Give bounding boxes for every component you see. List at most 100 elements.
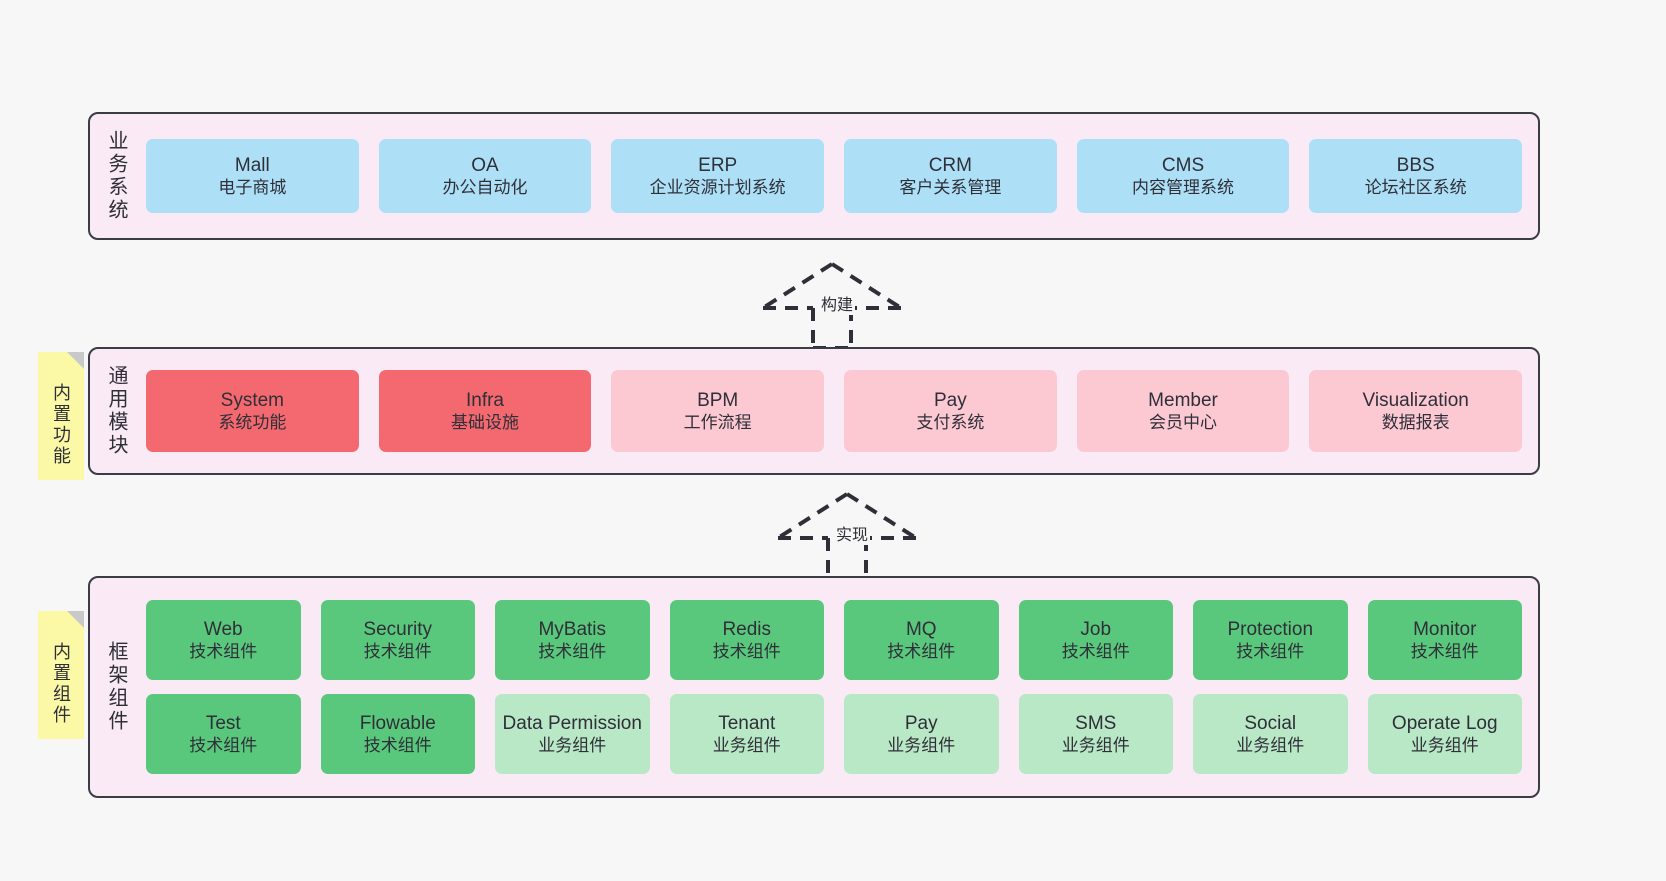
common-modules-label: 通用模块 [105, 365, 127, 457]
card-title: Tenant [718, 712, 776, 734]
sticky-note-builtin-functions-label: 内置功能 [51, 383, 71, 467]
card-subtitle: 电子商城 [218, 178, 287, 198]
card-subtitle: 业务组件 [712, 736, 781, 756]
business-systems-label: 业务系统 [105, 130, 127, 222]
card-title: System [220, 389, 285, 411]
card-subtitle: 技术组件 [189, 736, 258, 756]
card-title: BPM [697, 389, 739, 411]
card-title: Visualization [1362, 389, 1469, 411]
sticky-note-builtin-components: 内置组件 [38, 611, 84, 739]
card-title: Member [1148, 389, 1218, 411]
card-title: Operate Log [1391, 712, 1498, 734]
card-subtitle: 业务组件 [538, 736, 607, 756]
card-title: BBS [1396, 154, 1435, 176]
card-subtitle: 工作流程 [683, 413, 752, 433]
card-subtitle: 技术组件 [538, 642, 607, 662]
build-arrow-shape [761, 262, 903, 350]
card-subtitle: 数据报表 [1381, 413, 1450, 433]
card-title: CMS [1161, 154, 1205, 176]
implement-arrow-label: 实现 [834, 521, 871, 545]
card-title: Social [1244, 712, 1297, 734]
card-title: MQ [905, 618, 937, 640]
card-subtitle: 技术组件 [887, 642, 956, 662]
build-relation-arrow: 构建 [757, 258, 907, 350]
implement-relation-arrow: 实现 [772, 488, 922, 580]
card-title: MyBatis [538, 618, 607, 640]
card-title: Pay [933, 389, 967, 411]
card-subtitle: 内容管理系统 [1132, 178, 1235, 198]
card-title: Security [363, 618, 433, 640]
sticky-fold-corner-icon [67, 611, 84, 628]
card-title: Infra [465, 389, 505, 411]
card-subtitle: 业务组件 [1061, 736, 1130, 756]
card-subtitle: 技术组件 [363, 736, 432, 756]
card-subtitle: 论坛社区系统 [1364, 178, 1467, 198]
card-subtitle: 业务组件 [1410, 736, 1479, 756]
card-title: Redis [722, 618, 772, 640]
card-subtitle: 技术组件 [1061, 642, 1130, 662]
implement-arrow-shape [776, 492, 918, 580]
card-title: OA [471, 154, 499, 176]
build-arrow-label: 构建 [819, 291, 856, 315]
card-title: ERP [698, 154, 738, 176]
sticky-note-builtin-functions: 内置功能 [38, 352, 84, 480]
card-title: Test [205, 712, 241, 734]
sticky-fold-corner-icon [67, 352, 84, 369]
card-title: CRM [928, 154, 972, 176]
card-title: SMS [1075, 712, 1117, 734]
card-subtitle: 会员中心 [1149, 413, 1218, 433]
card-title: Monitor [1413, 618, 1477, 640]
card-title: Mall [234, 154, 270, 176]
card-subtitle: 支付系统 [916, 413, 985, 433]
card-subtitle: 企业资源计划系统 [649, 178, 786, 198]
card-title: Flowable [359, 712, 436, 734]
card-subtitle: 技术组件 [363, 642, 432, 662]
card-title: Job [1080, 618, 1112, 640]
card-subtitle: 办公自动化 [442, 178, 528, 198]
card-subtitle: 系统功能 [218, 413, 287, 433]
framework-components-label: 框架组件 [105, 641, 127, 733]
card-subtitle: 业务组件 [1236, 736, 1305, 756]
card-subtitle: 技术组件 [712, 642, 781, 662]
card-title: Pay [904, 712, 938, 734]
card-subtitle: 客户关系管理 [899, 178, 1002, 198]
card-subtitle: 技术组件 [189, 642, 258, 662]
